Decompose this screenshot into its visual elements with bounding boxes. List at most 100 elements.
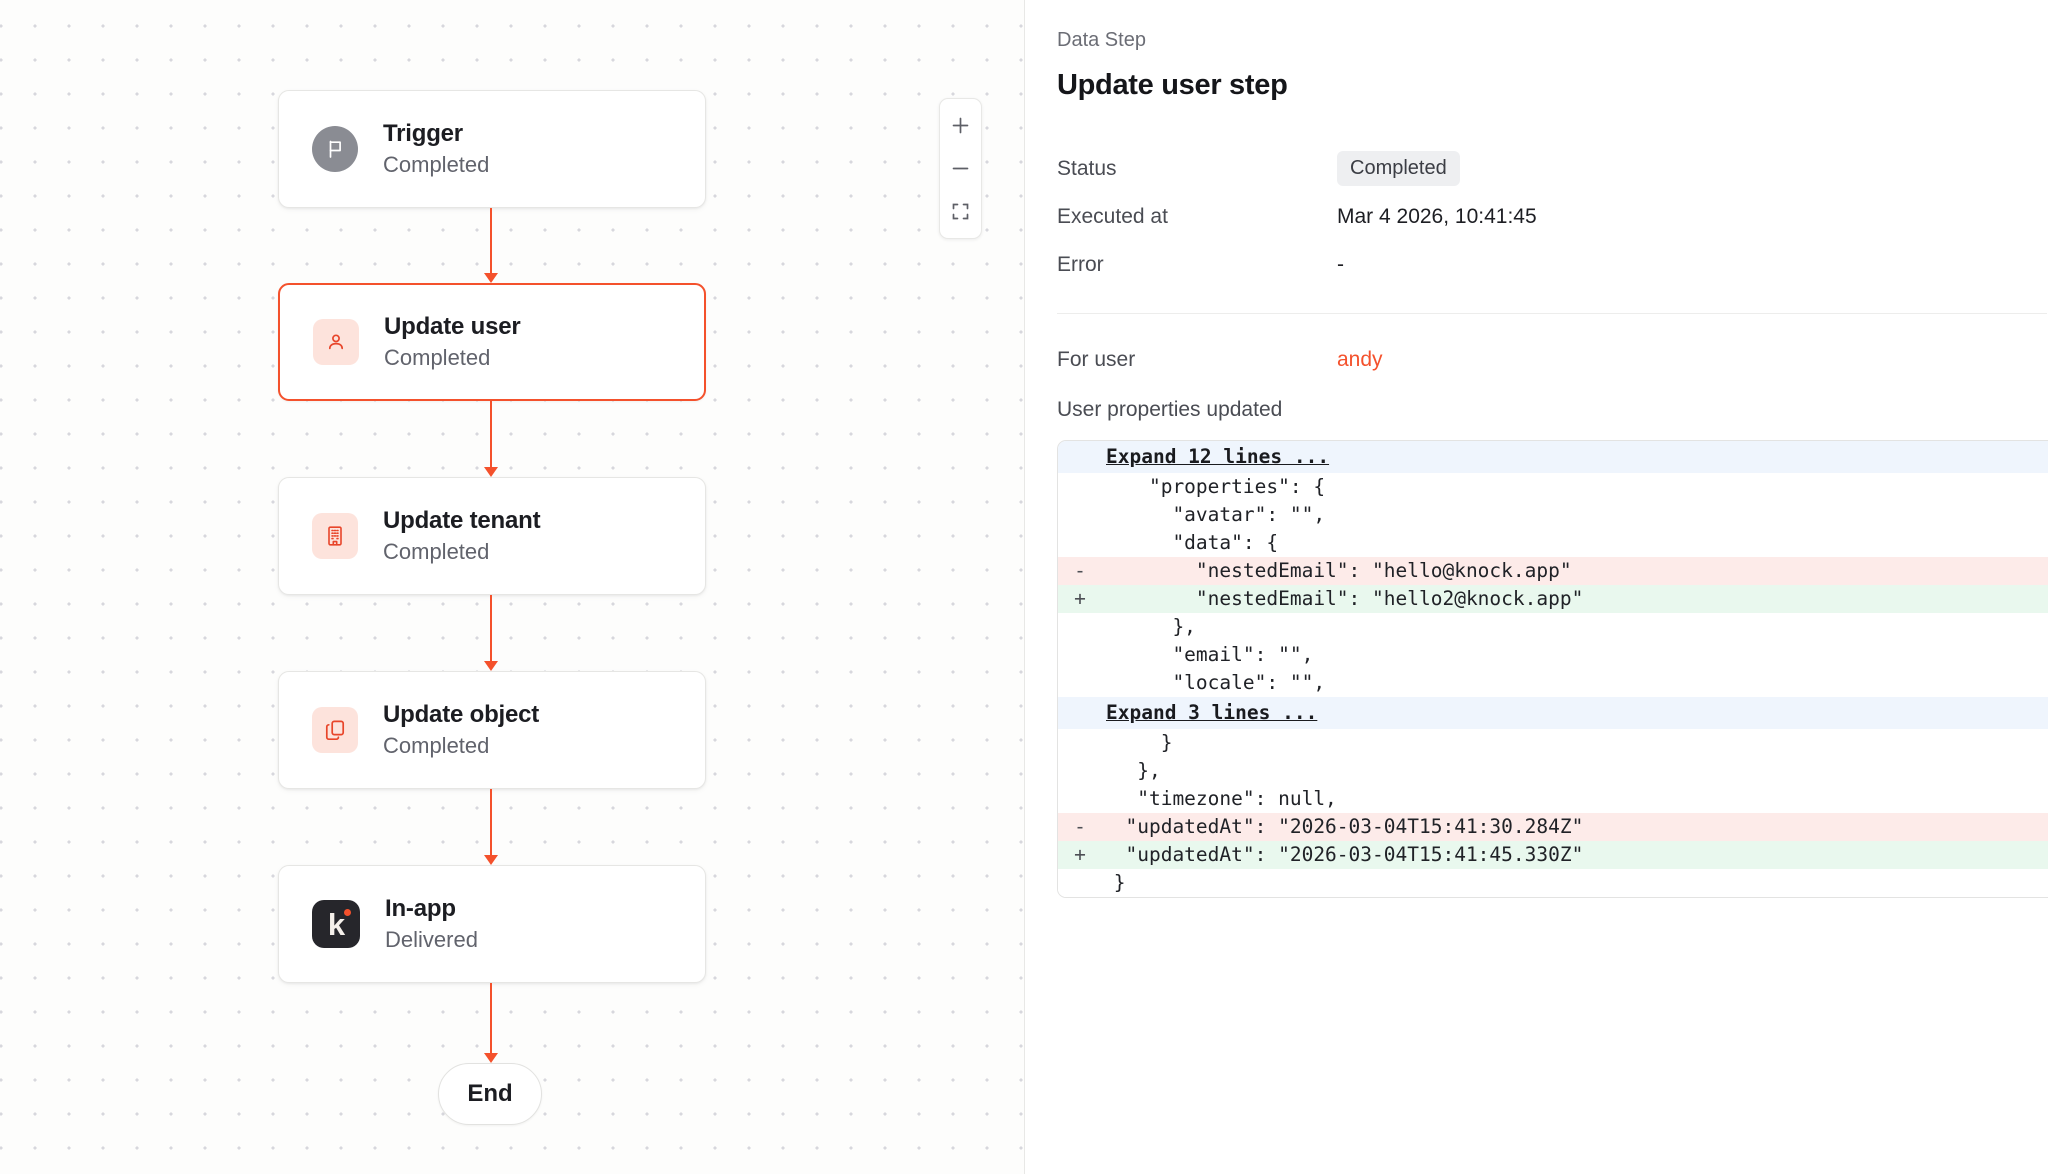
- copy-icon: [312, 707, 358, 753]
- diff-code: "nestedEmail": "hello2@knock.app": [1102, 586, 1584, 610]
- panel-divider: [1057, 312, 2047, 314]
- workflow-edge: [490, 983, 492, 1053]
- workflow-edge-arrow: [484, 273, 498, 283]
- node-title: Update tenant: [383, 506, 541, 534]
- diff-expand-row[interactable]: Expand 12 lines ...: [1058, 440, 2048, 473]
- node-title: Update user: [384, 312, 521, 340]
- node-status: Completed: [383, 733, 490, 759]
- fit-view-button[interactable]: [939, 190, 982, 233]
- diff-line-ctx: },: [1058, 756, 2048, 785]
- diff-line-ctx: "email": "",: [1058, 640, 2048, 669]
- meta-value: -: [1337, 252, 1344, 276]
- diff-line-add: + "updatedAt": "2026-03-04T15:41:45.330Z…: [1058, 840, 2048, 869]
- diff-code: }: [1102, 870, 1126, 894]
- workflow-edge-arrow: [484, 467, 498, 477]
- meta-row: Executed at Mar 4 2026, 10:41:45: [1057, 193, 2048, 241]
- workflow-edge: [490, 595, 492, 661]
- status-badge: Completed: [1337, 151, 1460, 187]
- workflow-edge: [490, 789, 492, 855]
- diff-gutter: +: [1074, 842, 1086, 866]
- diff-code: "avatar": "",: [1102, 502, 1326, 526]
- diff-line-add: + "nestedEmail": "hello2@knock.app": [1058, 584, 2048, 613]
- diff-expand-code[interactable]: Expand 12 lines ...: [1102, 443, 2048, 471]
- flag-icon: [312, 126, 358, 172]
- diff-code: }: [1102, 730, 1173, 754]
- workflow-edge: [490, 401, 492, 467]
- zoom-controls: [939, 98, 982, 239]
- diff-code: "properties": {: [1102, 474, 1326, 498]
- workflow-edge: [490, 208, 492, 273]
- expand-lines-link[interactable]: Expand 3 lines ...: [1106, 700, 1318, 724]
- user-icon: [313, 319, 359, 365]
- diff-code: "timezone": null,: [1102, 786, 1337, 810]
- diff-code: },: [1102, 614, 1196, 638]
- node-status: Completed: [384, 345, 491, 371]
- node-status: Completed: [383, 152, 490, 178]
- diff-code: "updatedAt": "2026-03-04T15:41:45.330Z": [1102, 842, 1584, 866]
- diff-line-del: - "nestedEmail": "hello@knock.app": [1058, 556, 2048, 585]
- diff-line-ctx: }: [1058, 728, 2048, 757]
- diff-gutter: -: [1074, 558, 1086, 582]
- diff-gutter: -: [1074, 814, 1086, 838]
- node-title: Trigger: [383, 119, 463, 147]
- diff-code: "nestedEmail": "hello@knock.app": [1102, 558, 1572, 582]
- diff-line-ctx: "timezone": null,: [1058, 784, 2048, 813]
- node-status: Completed: [383, 539, 490, 565]
- building-icon: [312, 513, 358, 559]
- status-badge-text: Completed: [1337, 151, 1460, 187]
- properties-diff-viewer[interactable]: Expand 12 lines ... "properties": { "ava…: [1057, 439, 2048, 898]
- step-details-panel: Data Step Update user step Status Complet…: [1025, 0, 2048, 1174]
- for-user-row: For user andy: [1057, 336, 2048, 384]
- diff-line-ctx: "data": {: [1058, 528, 2048, 557]
- meta-value: Mar 4 2026, 10:41:45: [1337, 204, 1537, 228]
- diff-code: "updatedAt": "2026-03-04T15:41:30.284Z": [1102, 814, 1584, 838]
- meta-row: Status Completed: [1057, 145, 2048, 193]
- zoom-out-button[interactable]: [939, 147, 982, 190]
- diff-code: "locale": "",: [1102, 670, 1326, 694]
- node-title: In-app: [385, 894, 456, 922]
- end-node-label: End: [467, 1080, 513, 1107]
- zoom-in-button[interactable]: [939, 104, 982, 147]
- diff-line-ctx: }: [1058, 868, 2048, 897]
- workflow-edge-arrow: [484, 1053, 498, 1063]
- user-properties-label: User properties updated: [1057, 397, 1283, 421]
- knock-logo-icon: k: [312, 900, 360, 948]
- diff-line-ctx: "properties": {: [1058, 472, 2048, 501]
- diff-line-ctx: "avatar": "",: [1058, 500, 2048, 529]
- diff-gutter: +: [1074, 586, 1086, 610]
- expand-lines-link[interactable]: Expand 12 lines ...: [1106, 444, 1330, 468]
- meta-key: Status: [1057, 156, 1117, 180]
- meta-key: Executed at: [1057, 204, 1168, 228]
- workflow-edge-arrow: [484, 661, 498, 671]
- workflow-node-end[interactable]: End: [438, 1063, 542, 1125]
- workflow-edge-arrow: [484, 855, 498, 865]
- meta-row: Error -: [1057, 241, 2048, 289]
- panel-eyebrow: Data Step: [1057, 29, 1146, 51]
- diff-line-ctx: "locale": "",: [1058, 668, 2048, 697]
- meta-key: Error: [1057, 252, 1104, 276]
- diff-code: },: [1102, 758, 1161, 782]
- node-status: Delivered: [385, 927, 478, 953]
- for-user-link[interactable]: andy: [1337, 347, 1383, 371]
- diff-line-del: - "updatedAt": "2026-03-04T15:41:30.284Z…: [1058, 812, 2048, 841]
- diff-expand-row[interactable]: Expand 3 lines ...: [1058, 696, 2048, 729]
- diff-expand-code[interactable]: Expand 3 lines ...: [1102, 699, 2048, 727]
- diff-code: "email": "",: [1102, 642, 1314, 666]
- diff-code: "data": {: [1102, 530, 1279, 554]
- page-title: Update user step: [1057, 69, 1288, 101]
- diff-line-ctx: },: [1058, 612, 2048, 641]
